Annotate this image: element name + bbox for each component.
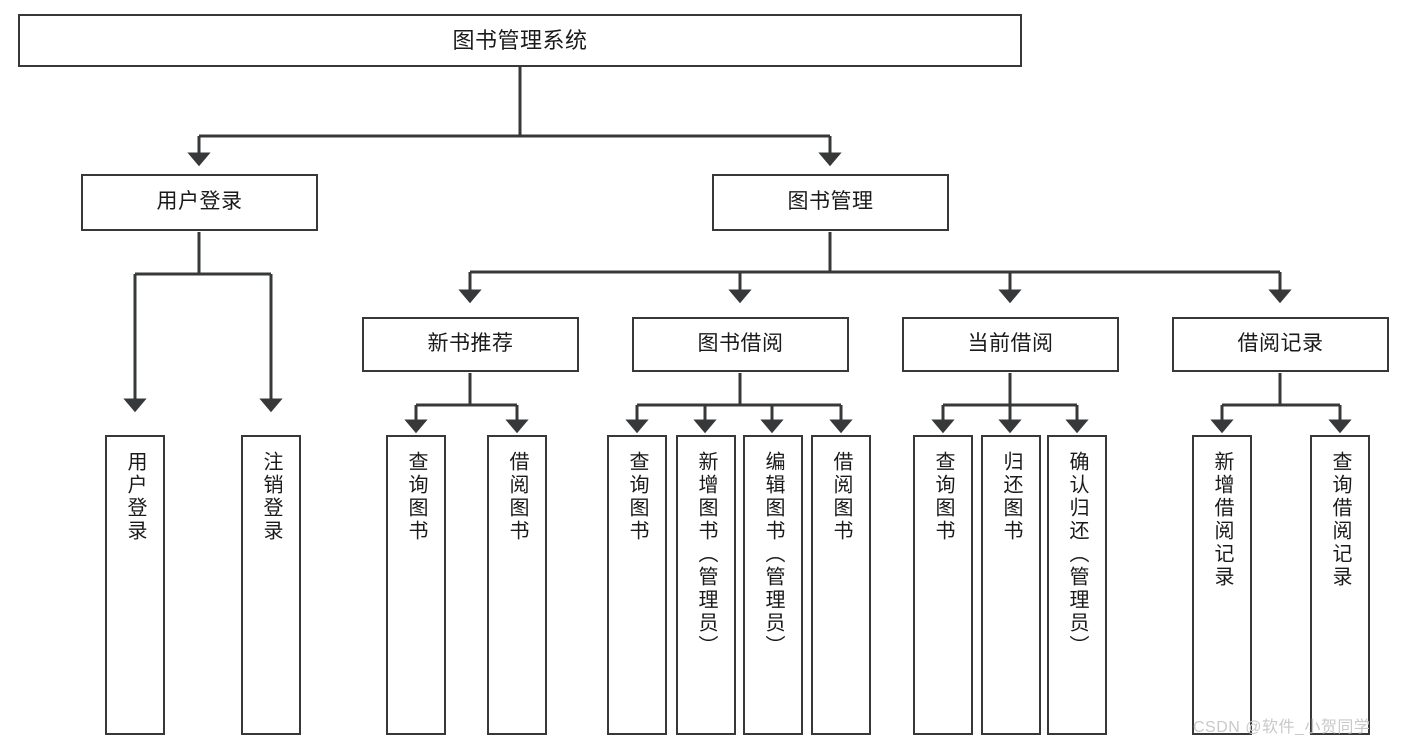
leaf-borrow-add-book-admin[interactable]: 新增图书（管理员） bbox=[676, 435, 736, 735]
node-root-book-management-system[interactable]: 图书管理系统 bbox=[18, 14, 1022, 67]
node-label: 当前借阅 bbox=[967, 332, 1054, 356]
leaf-new-book-borrow[interactable]: 借阅图书 bbox=[487, 435, 547, 735]
node-label: 确认归还（管理员） bbox=[1066, 451, 1088, 658]
node-label: 用户登录 bbox=[124, 451, 146, 543]
node-label: 注销登录 bbox=[260, 451, 282, 543]
node-new-book-recommendation[interactable]: 新书推荐 bbox=[362, 317, 579, 372]
leaf-user-login-signin[interactable]: 用户登录 bbox=[105, 435, 165, 735]
node-label: 图书借阅 bbox=[697, 332, 784, 356]
node-label: 借阅图书 bbox=[830, 451, 852, 543]
csdn-watermark: CSDN @软件_小贺同学 bbox=[1193, 719, 1371, 736]
node-label: 查询借阅记录 bbox=[1329, 451, 1351, 589]
leaf-current-return-book[interactable]: 归还图书 bbox=[981, 435, 1041, 735]
leaf-borrow-query-book[interactable]: 查询图书 bbox=[607, 435, 667, 735]
node-label: 归还图书 bbox=[1000, 451, 1022, 543]
node-label: 新增图书（管理员） bbox=[695, 451, 717, 658]
node-borrowing-records[interactable]: 借阅记录 bbox=[1172, 317, 1389, 372]
node-label: 查询图书 bbox=[932, 451, 954, 543]
leaf-user-login-signout[interactable]: 注销登录 bbox=[241, 435, 301, 735]
node-label: 用户登录 bbox=[156, 190, 243, 214]
node-book-borrowing[interactable]: 图书借阅 bbox=[632, 317, 849, 372]
node-book-management[interactable]: 图书管理 bbox=[712, 174, 949, 231]
node-label: 图书管理 bbox=[787, 190, 874, 214]
node-label: 借阅图书 bbox=[506, 451, 528, 543]
leaf-new-book-query[interactable]: 查询图书 bbox=[386, 435, 446, 735]
leaf-records-add-record[interactable]: 新增借阅记录 bbox=[1192, 435, 1252, 735]
node-label: 查询图书 bbox=[626, 451, 648, 543]
node-label: 图书管理系统 bbox=[452, 27, 588, 53]
node-label: 新书推荐 bbox=[427, 332, 514, 356]
node-label: 查询图书 bbox=[405, 451, 427, 543]
leaf-borrow-borrow-book[interactable]: 借阅图书 bbox=[811, 435, 871, 735]
leaf-records-query-record[interactable]: 查询借阅记录 bbox=[1310, 435, 1370, 735]
node-user-login[interactable]: 用户登录 bbox=[81, 174, 318, 231]
node-label: 新增借阅记录 bbox=[1211, 451, 1233, 589]
leaf-current-confirm-return-admin[interactable]: 确认归还（管理员） bbox=[1047, 435, 1107, 735]
node-label: 编辑图书（管理员） bbox=[762, 451, 784, 658]
node-current-borrowing[interactable]: 当前借阅 bbox=[902, 317, 1119, 372]
leaf-current-query-book[interactable]: 查询图书 bbox=[913, 435, 973, 735]
node-label: 借阅记录 bbox=[1237, 332, 1324, 356]
leaf-borrow-edit-book-admin[interactable]: 编辑图书（管理员） bbox=[743, 435, 803, 735]
